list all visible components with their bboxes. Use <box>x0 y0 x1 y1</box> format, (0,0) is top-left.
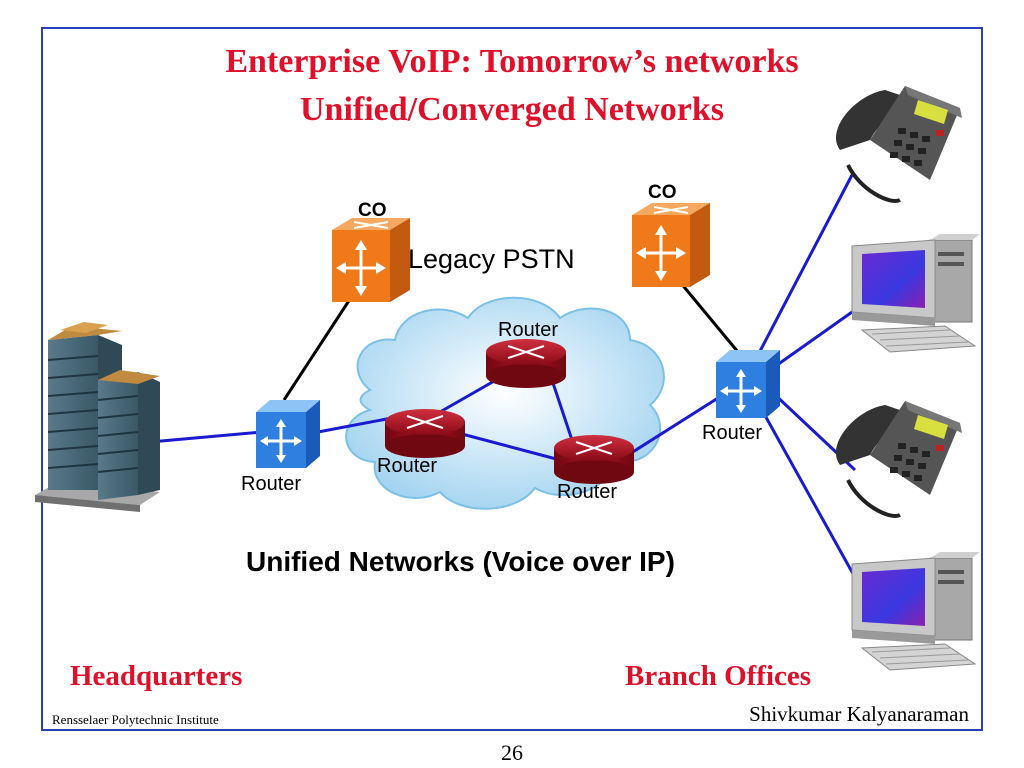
router-branch-icon <box>716 350 780 418</box>
link-core-right-branch <box>627 396 719 457</box>
link-branch-phone1 <box>756 174 854 356</box>
phone-icon <box>836 401 962 518</box>
link-branch-pc2 <box>760 409 864 591</box>
slide-frame <box>41 27 983 731</box>
headquarters-label: Headquarters <box>70 660 243 692</box>
link-core-left-top <box>439 378 497 414</box>
co-right-label: CO <box>648 182 677 203</box>
link-co-right-branch <box>678 281 740 353</box>
footer-author: Shivkumar Kalyanaraman <box>749 702 969 726</box>
link-core-top-right <box>550 379 574 441</box>
computer-icon <box>851 234 980 353</box>
router-top-icon <box>486 339 566 388</box>
co-left-label: CO <box>358 200 387 221</box>
link-branch-pc1 <box>769 303 863 372</box>
links <box>149 174 864 591</box>
branch-offices-label: Branch Offices <box>625 660 812 692</box>
computer-icon <box>851 552 980 671</box>
router-left-label: Router <box>377 455 437 477</box>
co-switch-right-icon <box>632 203 710 287</box>
co-switch-left-icon <box>332 218 410 302</box>
phone-icon <box>836 86 962 203</box>
building-icon <box>35 322 160 512</box>
unified-networks-label: Unified Networks (Voice over IP) <box>246 546 675 577</box>
router-left-icon <box>385 409 465 458</box>
router-hq-label: Router <box>241 473 301 495</box>
router-branch-label: Router <box>702 422 762 444</box>
router-right-icon <box>554 435 634 484</box>
slide-title-line2: Unified/Converged Networks <box>299 91 725 128</box>
router-hq-icon <box>256 400 320 468</box>
link-router-core-left <box>317 416 393 434</box>
link-hq-router <box>149 430 263 444</box>
link-core-left-right <box>461 432 561 462</box>
legacy-pstn-label: Legacy PSTN <box>408 244 575 274</box>
router-right-label: Router <box>557 481 617 503</box>
slide-title-line1: Enterprise VoIP: Tomorrow’s networks <box>225 43 799 80</box>
page-number: 26 <box>501 740 523 765</box>
link-router-co-left <box>282 295 354 401</box>
footer-institution: Rensselaer Polytechnic Institute <box>52 712 219 727</box>
router-top-label: Router <box>498 319 558 341</box>
